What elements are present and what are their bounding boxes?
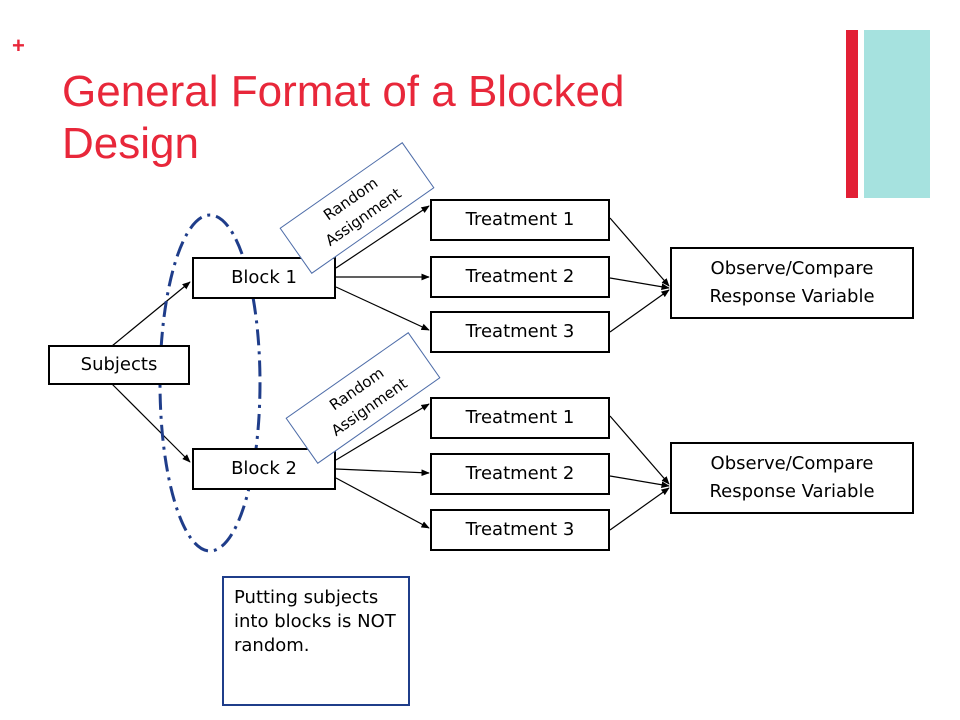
- block-2-box: Block 2: [192, 448, 336, 490]
- accent-bar-red: [846, 30, 858, 198]
- page-title: General Format of a Blocked Design: [62, 66, 782, 170]
- blocks-ellipse: [158, 213, 262, 553]
- treatment-3-box-group-2: Treatment 3: [430, 509, 610, 551]
- arrow-t1-observe2: [609, 415, 670, 485]
- plus-mark: +: [12, 33, 25, 58]
- arrow-subjects-block2: [111, 383, 191, 463]
- treatment-2-box-group-1: Treatment 2: [430, 256, 610, 298]
- arrow-block2-treatment2: [335, 468, 430, 477]
- treatment-3-box-group-1: Treatment 3: [430, 311, 610, 353]
- observe-1-line-1: Observe/Compare: [710, 258, 874, 279]
- observe-compare-box-2: Observe/Compare Response Variable: [670, 442, 914, 514]
- treatment-1-box-group-1: Treatment 1: [430, 199, 610, 241]
- arrow-t3-observe1: [609, 289, 670, 333]
- observe-2-line-2: Response Variable: [709, 481, 875, 502]
- arrow-subjects-block1: [111, 281, 191, 347]
- arrow-t2-observe2: [609, 475, 670, 489]
- arrow-block2-treatment1: [335, 403, 430, 461]
- note-box: Putting subjects into blocks is NOT rand…: [222, 576, 410, 706]
- observe-compare-box-1: Observe/Compare Response Variable: [670, 247, 914, 319]
- arrow-block2-treatment3: [335, 477, 430, 529]
- arrow-block1-treatment3: [335, 286, 430, 331]
- block-1-box: Block 1: [192, 257, 336, 299]
- title-line-2: Design: [62, 119, 199, 168]
- treatment-2-box-group-2: Treatment 2: [430, 453, 610, 495]
- observe-2-line-1: Observe/Compare: [710, 453, 874, 474]
- observe-1-line-2: Response Variable: [709, 286, 875, 307]
- arrow-block1-treatment1: [335, 205, 430, 269]
- accent-bar-cyan: [864, 30, 930, 198]
- arrow-t3-observe2: [609, 487, 670, 531]
- title-line-1: General Format of a Blocked: [62, 67, 625, 116]
- subjects-box: Subjects: [48, 345, 190, 385]
- arrow-t1-observe1: [609, 217, 670, 287]
- arrow-t2-observe1: [609, 277, 670, 291]
- treatment-1-box-group-2: Treatment 1: [430, 397, 610, 439]
